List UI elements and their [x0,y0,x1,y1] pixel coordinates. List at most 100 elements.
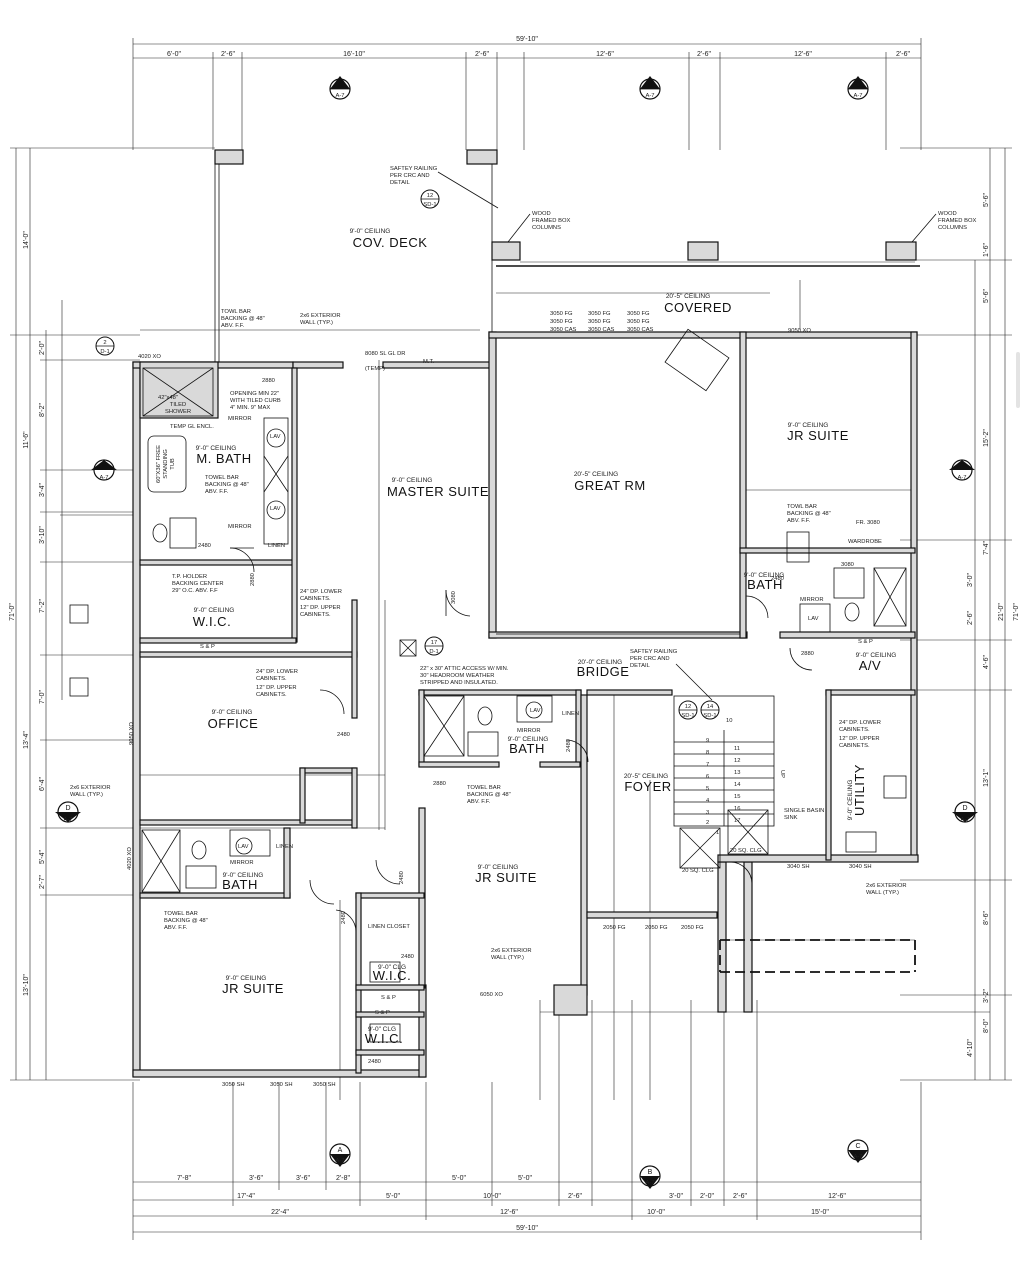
svg-text:7'-4": 7'-4" [983,541,990,555]
svg-text:T.P. HOLDER: T.P. HOLDER [172,574,207,580]
svg-text:C: C [855,1143,860,1150]
jr-suite-3-name: JR SUITE [222,981,284,996]
svg-text:21'-0": 21'-0" [998,603,1005,621]
svg-text:11'-6": 11'-6" [23,431,30,449]
svg-text:22'-4": 22'-4" [271,1209,289,1216]
svg-text:3050 SH: 3050 SH [313,1082,336,1088]
svg-text:4'-10": 4'-10" [967,1039,974,1057]
section-tag-b-bottom: B A-7 [639,1165,661,1189]
detail-tag-17: 17 D-1 [424,636,444,656]
svg-text:TOWL BAR: TOWL BAR [787,504,817,510]
svg-text:16'-10": 16'-10" [343,51,365,58]
svg-text:13'-10": 13'-10" [23,974,30,996]
svg-text:5'-0": 5'-0" [452,1175,466,1182]
svg-text:7'-0": 7'-0" [39,690,46,704]
svg-text:E: E [960,463,965,470]
svg-text:9'-0" CLG: 9'-0" CLG [378,964,406,971]
svg-text:COLUMNS: COLUMNS [938,225,967,231]
svg-text:13'-4": 13'-4" [23,731,30,749]
bath-2-name: BATH [509,741,545,756]
svg-text:A-7: A-7 [853,1154,862,1160]
svg-text:5'-0": 5'-0" [386,1193,400,1200]
svg-text:2'-6": 2'-6" [221,51,235,58]
svg-text:5'-0": 5'-0" [518,1175,532,1182]
svg-text:15'-0": 15'-0" [811,1209,829,1216]
svg-text:3050 FG: 3050 FG [550,311,573,317]
svg-text:9'-0" CEILING: 9'-0" CEILING [856,652,897,659]
svg-text:LAV: LAV [808,616,819,622]
svg-text:MIRROR: MIRROR [228,524,252,530]
svg-text:A-7: A-7 [960,817,969,823]
wic-1-name: W.I.C. [193,614,231,629]
section-tag-d-right: D A-7 [952,801,978,823]
svg-text:2'-6": 2'-6" [475,51,489,58]
svg-text:2480: 2480 [341,911,347,924]
svg-text:9'-0" CEILING: 9'-0" CEILING [196,445,237,452]
stair-numbers: 9 8 7 6 5 4 3 2 1 10 11 12 13 14 15 16 1… [706,718,741,836]
svg-text:SD-1: SD-1 [423,202,436,208]
svg-text:8'-6": 8'-6" [983,911,990,925]
svg-text:BACKING @ 48": BACKING @ 48" [787,511,831,517]
m-bath-name: M. BATH [196,451,251,466]
svg-text:TOWEL BAR: TOWEL BAR [467,785,501,791]
svg-text:3040 SH: 3040 SH [849,864,872,870]
cov-deck-ceiling: 9'-0" CEILING [350,228,391,235]
annotations: SAFTEY RAILING PER CRC AND DETAIL WOOD F… [70,166,976,1088]
svg-text:SD-1: SD-1 [703,713,716,719]
svg-text:SHOWER: SHOWER [165,409,191,415]
svg-text:WOOD: WOOD [938,211,957,217]
svg-text:2480: 2480 [198,543,211,549]
section-tag-e-right: E A-7 [949,459,975,481]
svg-text:2880: 2880 [262,378,275,384]
svg-text:3'-2": 3'-2" [983,989,990,1003]
svg-text:TEMP GL ENCL.: TEMP GL ENCL. [170,424,214,430]
svg-text:15'-2": 15'-2" [983,429,990,447]
svg-text:2x6 EXTERIOR: 2x6 EXTERIOR [70,785,111,791]
svg-text:15: 15 [734,794,740,800]
svg-text:2050 FG: 2050 FG [681,925,704,931]
svg-text:S & P: S & P [375,1010,390,1016]
svg-text:24" DP. LOWER: 24" DP. LOWER [256,669,298,675]
svg-text:3'-6": 3'-6" [296,1175,310,1182]
section-tags: A A-7 B A-7 C A-7 E A-7 E A-7 [55,76,978,1189]
svg-text:2: 2 [706,820,709,826]
svg-text:CABINETS.: CABINETS. [300,612,331,618]
bath-1-name: BATH [747,577,783,592]
svg-text:4'-6": 4'-6" [983,655,990,669]
svg-text:CABINETS.: CABINETS. [839,727,870,733]
svg-text:12'-6": 12'-6" [596,51,614,58]
section-tag-e-left: E A-7 [91,459,117,481]
svg-text:A-7: A-7 [63,817,72,823]
svg-text:60"X36" FREE: 60"X36" FREE [156,445,162,483]
svg-text:8080 SL GL DR: 8080 SL GL DR [365,351,406,357]
svg-text:BACKING @ 48": BACKING @ 48" [164,918,208,924]
svg-text:2480: 2480 [401,954,414,960]
svg-text:B: B [648,82,653,89]
svg-text:6050 XO: 6050 XO [480,992,503,998]
svg-text:E: E [102,463,107,470]
svg-text:SINK: SINK [784,815,798,821]
svg-text:2480: 2480 [566,739,572,752]
svg-text:TOWEL BAR: TOWEL BAR [205,475,239,481]
svg-text:STRIPPED AND INSULATED.: STRIPPED AND INSULATED. [420,680,498,686]
svg-text:12'-6": 12'-6" [828,1193,846,1200]
svg-text:CABINETS.: CABINETS. [839,743,870,749]
svg-text:OPENING MIN 22": OPENING MIN 22" [230,391,279,397]
bath-3-name: BATH [222,877,258,892]
svg-text:DETAIL: DETAIL [630,663,651,669]
foyer-name: FOYER [624,779,671,794]
svg-text:A: A [338,1147,343,1154]
svg-text:12'-6": 12'-6" [794,51,812,58]
svg-text:TOWEL BAR: TOWEL BAR [164,911,198,917]
svg-text:LAV: LAV [270,506,281,512]
svg-text:A-7: A-7 [335,1158,344,1164]
svg-text:S & P: S & P [381,995,396,1001]
section-tag-a-top: A A-7 [329,76,351,100]
svg-text:C: C [855,82,860,89]
svg-text:14: 14 [734,782,741,788]
svg-text:29" O.C. ABV. F.F: 29" O.C. ABV. F.F [172,588,218,594]
svg-text:3050 FG: 3050 FG [627,319,650,325]
door-swings [229,547,813,933]
scrollbar-thumb[interactable] [1016,352,1020,408]
